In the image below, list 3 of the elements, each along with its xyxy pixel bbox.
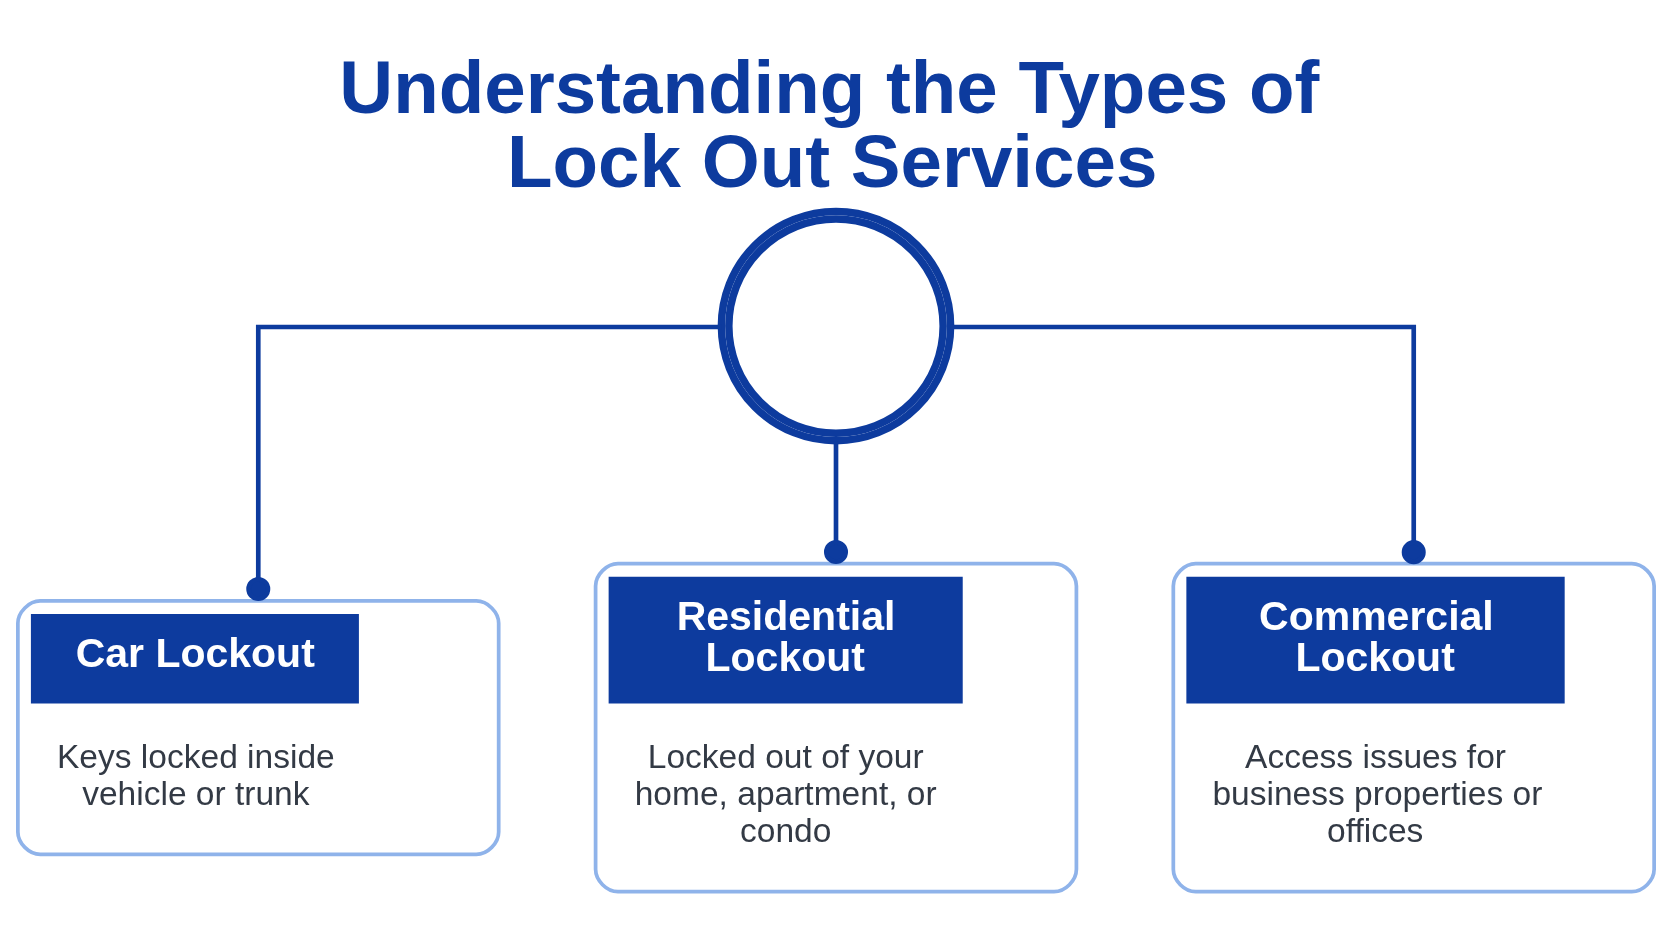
node-circle xyxy=(717,207,955,445)
connector xyxy=(823,441,849,565)
diagram-title: Understanding the Types of Lock Out Services xyxy=(339,45,1320,204)
